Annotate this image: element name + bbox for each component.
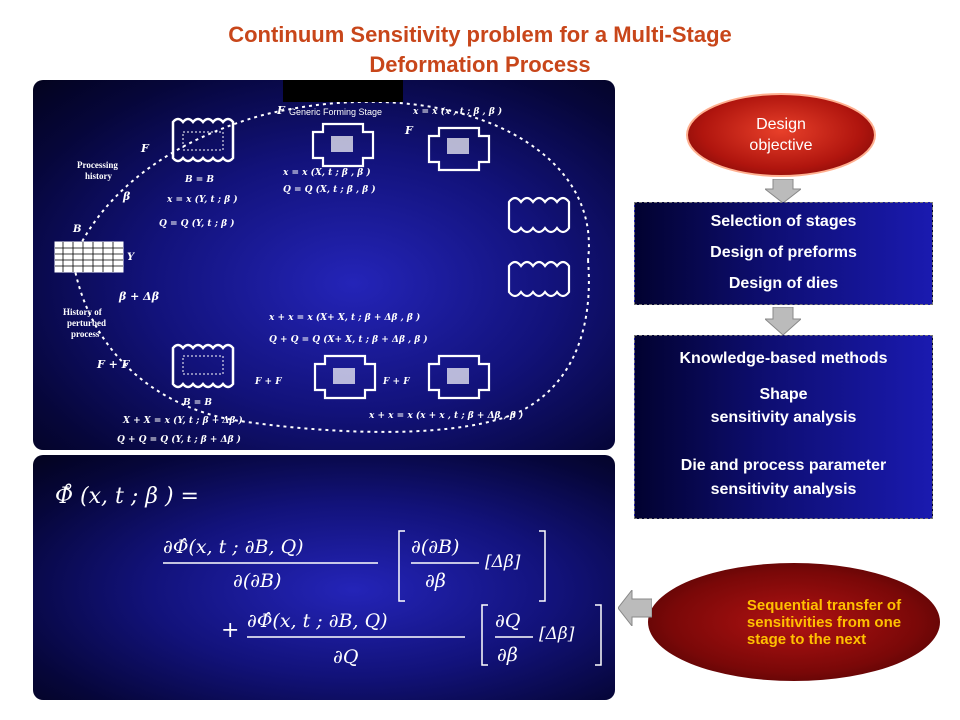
term2-delta: [Δβ] [539,624,575,644]
process-loop-path [72,100,590,433]
eq-pert-left-1: B = B [182,398,212,408]
page-title: Continuum Sensitivity problem for a Mult… [228,22,732,47]
perturbed-history-label-1: History of [63,307,103,317]
term1-denominator: ∂(∂B) [233,570,281,592]
sequential-line2: sensitivities from one [746,613,902,631]
term1-numerator: ∂Φ̂(x, t ; ∂B, Q) [163,536,304,558]
design-objective-line2: objective [749,137,813,154]
generic-forming-stage-label: Generic Forming Stage [289,107,382,117]
term2-bracket-denominator: ∂β [497,644,518,666]
design-stages-box: Selection of stages Design of preforms D… [634,202,933,305]
term1-delta: [Δβ] [485,552,521,572]
bottom-left-die-shape [171,343,235,389]
design-of-dies: Design of dies [728,275,839,292]
eq-pert-mid-1: x + x = x (X+ X, t ; β + Δβ , β ) [268,312,420,323]
perturbed-history-label-2: perturbed [67,318,106,328]
force-f-perturbed-label: F + F [96,358,131,371]
design-of-preforms: Design of preforms [710,244,857,261]
forming-process-diagram: B Y Processing history History of pertur… [33,80,615,450]
right-die-lower [507,260,571,298]
force-fn-label: F [276,104,286,117]
design-objective-line1: Design [756,116,806,133]
bottom-right-die-shape [427,354,491,400]
knowledge-based-methods: Knowledge-based methods [679,350,888,367]
eq-pert-mid-2: Q + Q = Q (X+ X, t ; β + Δβ , β ) [269,334,428,345]
right-die-upper [507,196,571,234]
die-sensitivity-analysis: sensitivity analysis [710,481,857,498]
down-arrow-2 [765,307,801,335]
selection-of-stages: Selection of stages [710,213,857,230]
eq-pert-left-2: X + X = x (Y, t ; β + Δβ ) [122,415,243,426]
force-f-label: F [140,142,150,155]
term1-bracket-denominator: ∂β [425,570,446,592]
beta-perturbed-label: β + Δβ [118,290,160,303]
equation-lhs: Φ̊ (x, t ; β ) = [55,482,199,509]
term2-denominator: ∂Q [333,646,358,668]
sequential-line1: Sequential transfer of [746,596,902,614]
middle-die-shape [311,122,375,168]
processing-history-label-1: Processing [77,160,118,170]
eq-top-2: Q = Q (Y, t ; β ) [159,218,235,229]
page-title-line2: Deformation Process [369,52,591,77]
shape-sensitivity-analysis: sensitivity analysis [710,409,857,426]
term2-numerator: ∂Φ̂(x, t ; ∂B, Q) [247,610,388,632]
right-die-shape [427,126,491,172]
y-label: Y [127,252,135,263]
beta-h-label: β [122,190,131,203]
eq-bottom-right: x + x = x (x + x , t ; β + Δβ , β ) [368,410,523,421]
sequential-line3: stage to the next [746,630,867,648]
force-fr-perturbed: F + F [382,377,410,387]
plus-sign: + [221,618,239,643]
term2-bracket-numerator: ∂Q [495,610,520,632]
left-arrow [618,590,652,626]
eq-top-right: x = x (x , t ; β , β ) [412,106,502,117]
b0-label: B [72,224,81,235]
die-process-parameter: Die and process parameter [680,457,887,474]
bottom-mid-die-shape [313,354,377,400]
top-left-die-shape [171,117,235,163]
shape-label: Shape [759,386,808,403]
diagram-header-tab [283,80,403,102]
eq-mid-2: Q = Q (X, t ; β , β ) [283,184,376,195]
eq-mid-1: x = x (X, t ; β , β ) [282,167,371,178]
force-fn-perturbed: F + F [254,377,282,387]
eq-top-3: B = B [184,175,214,185]
eq-top-1: x = x (Y, t ; β ) [166,194,238,205]
processing-history-label-2: history [85,171,113,181]
knowledge-methods-box: Knowledge-based methods Shape sensitivit… [634,335,933,519]
equation-svg: Φ̊ (x, t ; β ) = ∂Φ̂(x, t ; ∂B, Q) ∂(∂B)… [55,482,602,668]
initial-billet-shape [54,241,124,273]
term1-bracket-numerator: ∂(∂B) [411,536,459,558]
sequential-transfer-oval: Sequential transfer of sensitivities fro… [648,563,940,681]
perturbed-history-label-3: process [71,329,100,339]
eq-pert-left-3: Q + Q = Q (Y, t ; β + Δβ ) [117,434,241,445]
force-fr-label: F [404,124,414,137]
process-diagram-svg: B Y Processing history History of pertur… [54,100,590,445]
sensitivity-equation-panel: Φ̊ (x, t ; β ) = ∂Φ̂(x, t ; ∂B, Q) ∂(∂B)… [33,455,615,700]
down-arrow-1 [765,179,801,203]
design-objective-oval: Design objective [686,93,876,177]
